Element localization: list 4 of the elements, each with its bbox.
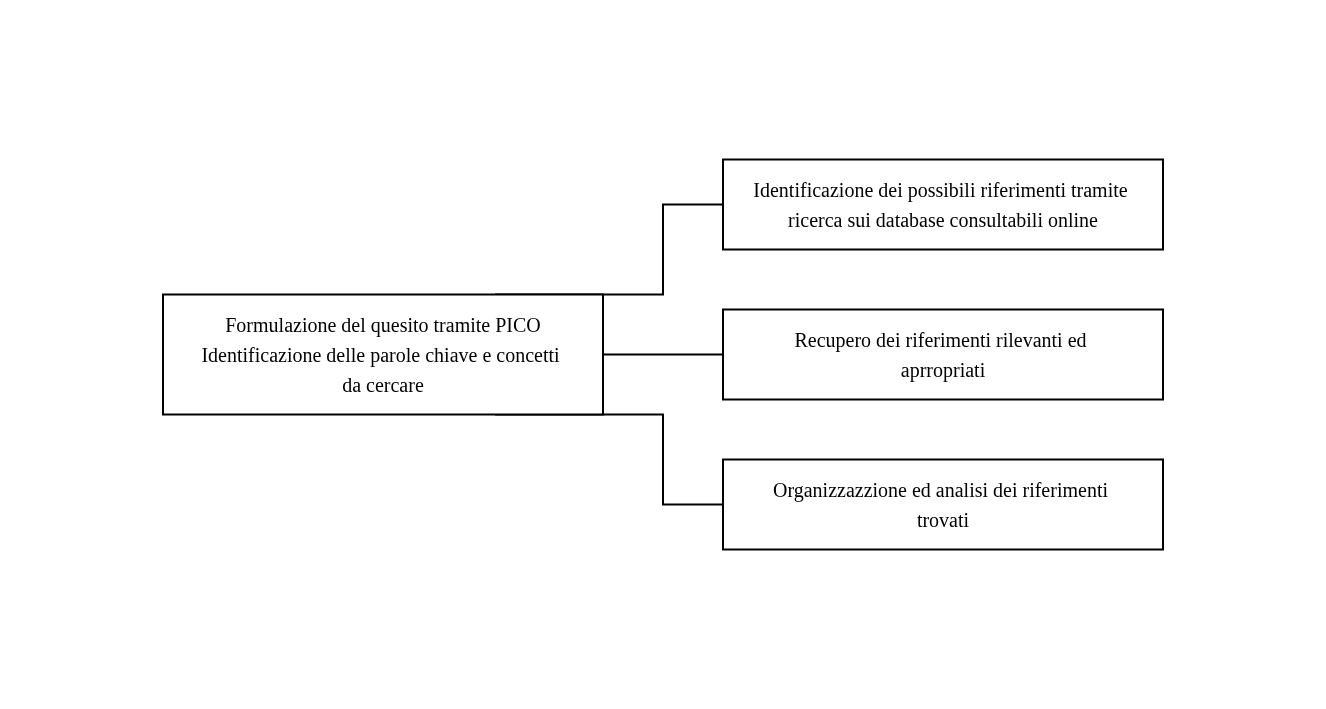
node-box: Organizzazzione ed analisi dei riferimenti trovati xyxy=(722,458,1164,551)
node-box: Identificazione dei possibili riferimenti tramite ricerca sui database consultabili online xyxy=(722,158,1164,251)
node-box: Formulazione del quesito tramite PICO Identificazione delle parole chiave e concetti da cercare xyxy=(162,293,604,416)
node-box: Recupero dei riferimenti rilevanti ed aprropriati xyxy=(722,308,1164,401)
